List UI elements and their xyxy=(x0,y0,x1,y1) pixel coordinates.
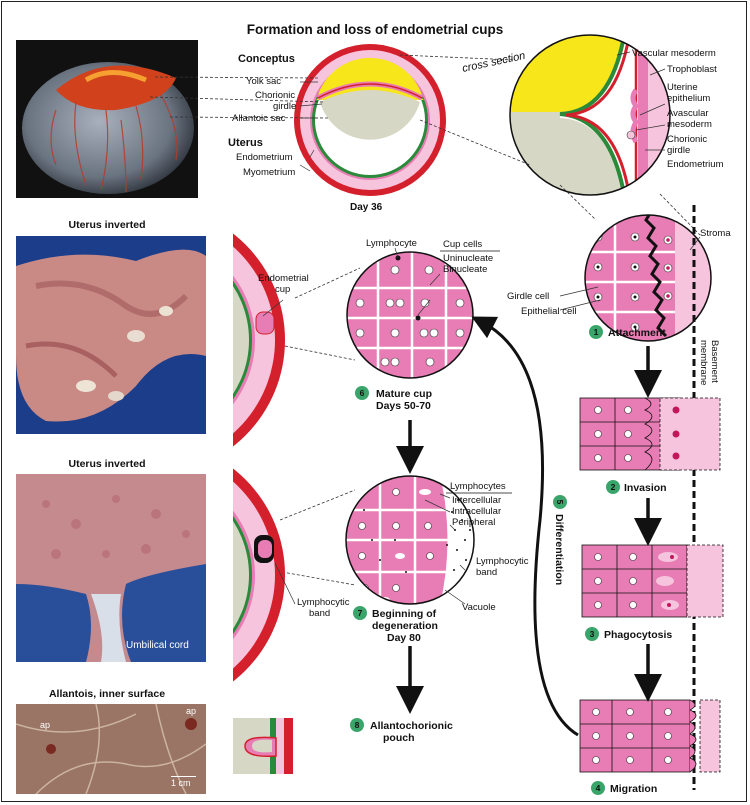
stage6-label-1: Mature cup xyxy=(376,388,432,400)
vascular-mesoderm-label: Vascular mesoderm xyxy=(632,48,716,59)
badge-6-num: 6 xyxy=(360,388,365,398)
epithelial-cell-label: Epithelial cell xyxy=(521,306,576,317)
stage3-label: Phagocytosis xyxy=(604,629,672,641)
chorionic-girdle-label-1: Chorionic xyxy=(255,90,295,101)
basement-membrane-label-1: Basement xyxy=(709,340,720,383)
uninucleate-label: Uninucleate xyxy=(443,253,493,264)
lymphocytic-band-left-2: band xyxy=(309,608,330,619)
endometrium-label: Endometrium xyxy=(236,152,293,163)
degenerating-cup-marker xyxy=(254,535,274,563)
stage4-label: Migration xyxy=(610,783,657,795)
endometrial-cup-label-2: cup xyxy=(275,284,290,295)
basement-membrane-label-2: membrane xyxy=(698,340,709,385)
migration-diagram xyxy=(580,700,720,772)
pouch-diagram xyxy=(233,718,293,774)
cs-chorionic-girdle-label-1: Chorionic xyxy=(667,134,707,145)
avascular-mesoderm-label-1: Avascular xyxy=(667,108,709,119)
stage6-label-2: Days 50-70 xyxy=(376,400,431,412)
intracellular-label: Intracellular xyxy=(452,506,501,517)
day36-diagram xyxy=(294,44,446,196)
peripheral-label: Peripheral xyxy=(452,517,495,528)
day36-label: Day 36 xyxy=(350,202,383,213)
badge-8-num: 8 xyxy=(355,720,360,730)
stage8-label-1: Allantochorionic xyxy=(370,720,453,732)
stroma-label: Stroma xyxy=(700,228,731,239)
conceptus-label: Conceptus xyxy=(238,53,295,65)
lymphocytic-band-right-2: band xyxy=(476,567,497,578)
stage7-label-1: Beginning of xyxy=(372,608,437,620)
endometrial-cup-label-1: Endometrial xyxy=(258,273,309,284)
badge-2-num: 2 xyxy=(611,482,616,492)
stage7-label-3: Day 80 xyxy=(387,632,421,644)
chorionic-girdle-label-2: girdle xyxy=(273,101,296,112)
myometrium-label: Myometrium xyxy=(243,167,295,178)
yolk-sac-label: Yolk sac xyxy=(246,76,281,87)
left-uterus-strips xyxy=(15,205,285,710)
cs-endometrium-label: Endometrium xyxy=(667,159,724,170)
lymphocytes-label: Lymphocytes xyxy=(450,481,506,492)
avascular-mesoderm-label-2: mesoderm xyxy=(667,119,712,130)
lymphocytic-band-left-1: Lymphocytic xyxy=(297,597,350,608)
uterine-epithelium-label-2: epithelium xyxy=(667,93,710,104)
phagocytosis-diagram xyxy=(582,545,723,617)
cross-section-label: cross section xyxy=(461,50,526,75)
badge-4-num: 4 xyxy=(596,783,601,793)
stage1-label: Attachment xyxy=(608,327,666,339)
badge-1-num: 1 xyxy=(594,327,599,337)
intercellular-label: Intercellular xyxy=(452,495,501,506)
endometrial-cup-marker xyxy=(256,312,274,334)
trophoblast-label: Trophoblast xyxy=(667,64,717,75)
lymphocyte-label: Lymphocyte xyxy=(366,238,417,249)
vacuole-label: Vacuole xyxy=(462,602,496,613)
stage2-label: Invasion xyxy=(624,482,667,494)
girdle-cell-label: Girdle cell xyxy=(507,291,549,302)
cs-chorionic-girdle-label-2: girdle xyxy=(667,145,690,156)
invasion-diagram xyxy=(580,398,720,470)
badge-3-num: 3 xyxy=(590,629,595,639)
uterus-label: Uterus xyxy=(228,137,263,149)
stage5-label: Differentiation xyxy=(553,514,565,585)
badge-5-num: 5 xyxy=(555,500,565,505)
stage7-label-2: degeneration xyxy=(372,620,438,632)
stage8-label-2: pouch xyxy=(383,732,415,744)
lymphocytic-band-right-1: Lymphocytic xyxy=(476,556,529,567)
cup-cells-label: Cup cells xyxy=(443,239,482,250)
allantoic-sac-label: Allantoic sac xyxy=(232,113,286,124)
uterine-epithelium-label-1: Uterine xyxy=(667,82,698,93)
binucleate-label: Binucleate xyxy=(443,264,487,275)
badge-7-num: 7 xyxy=(358,608,363,618)
